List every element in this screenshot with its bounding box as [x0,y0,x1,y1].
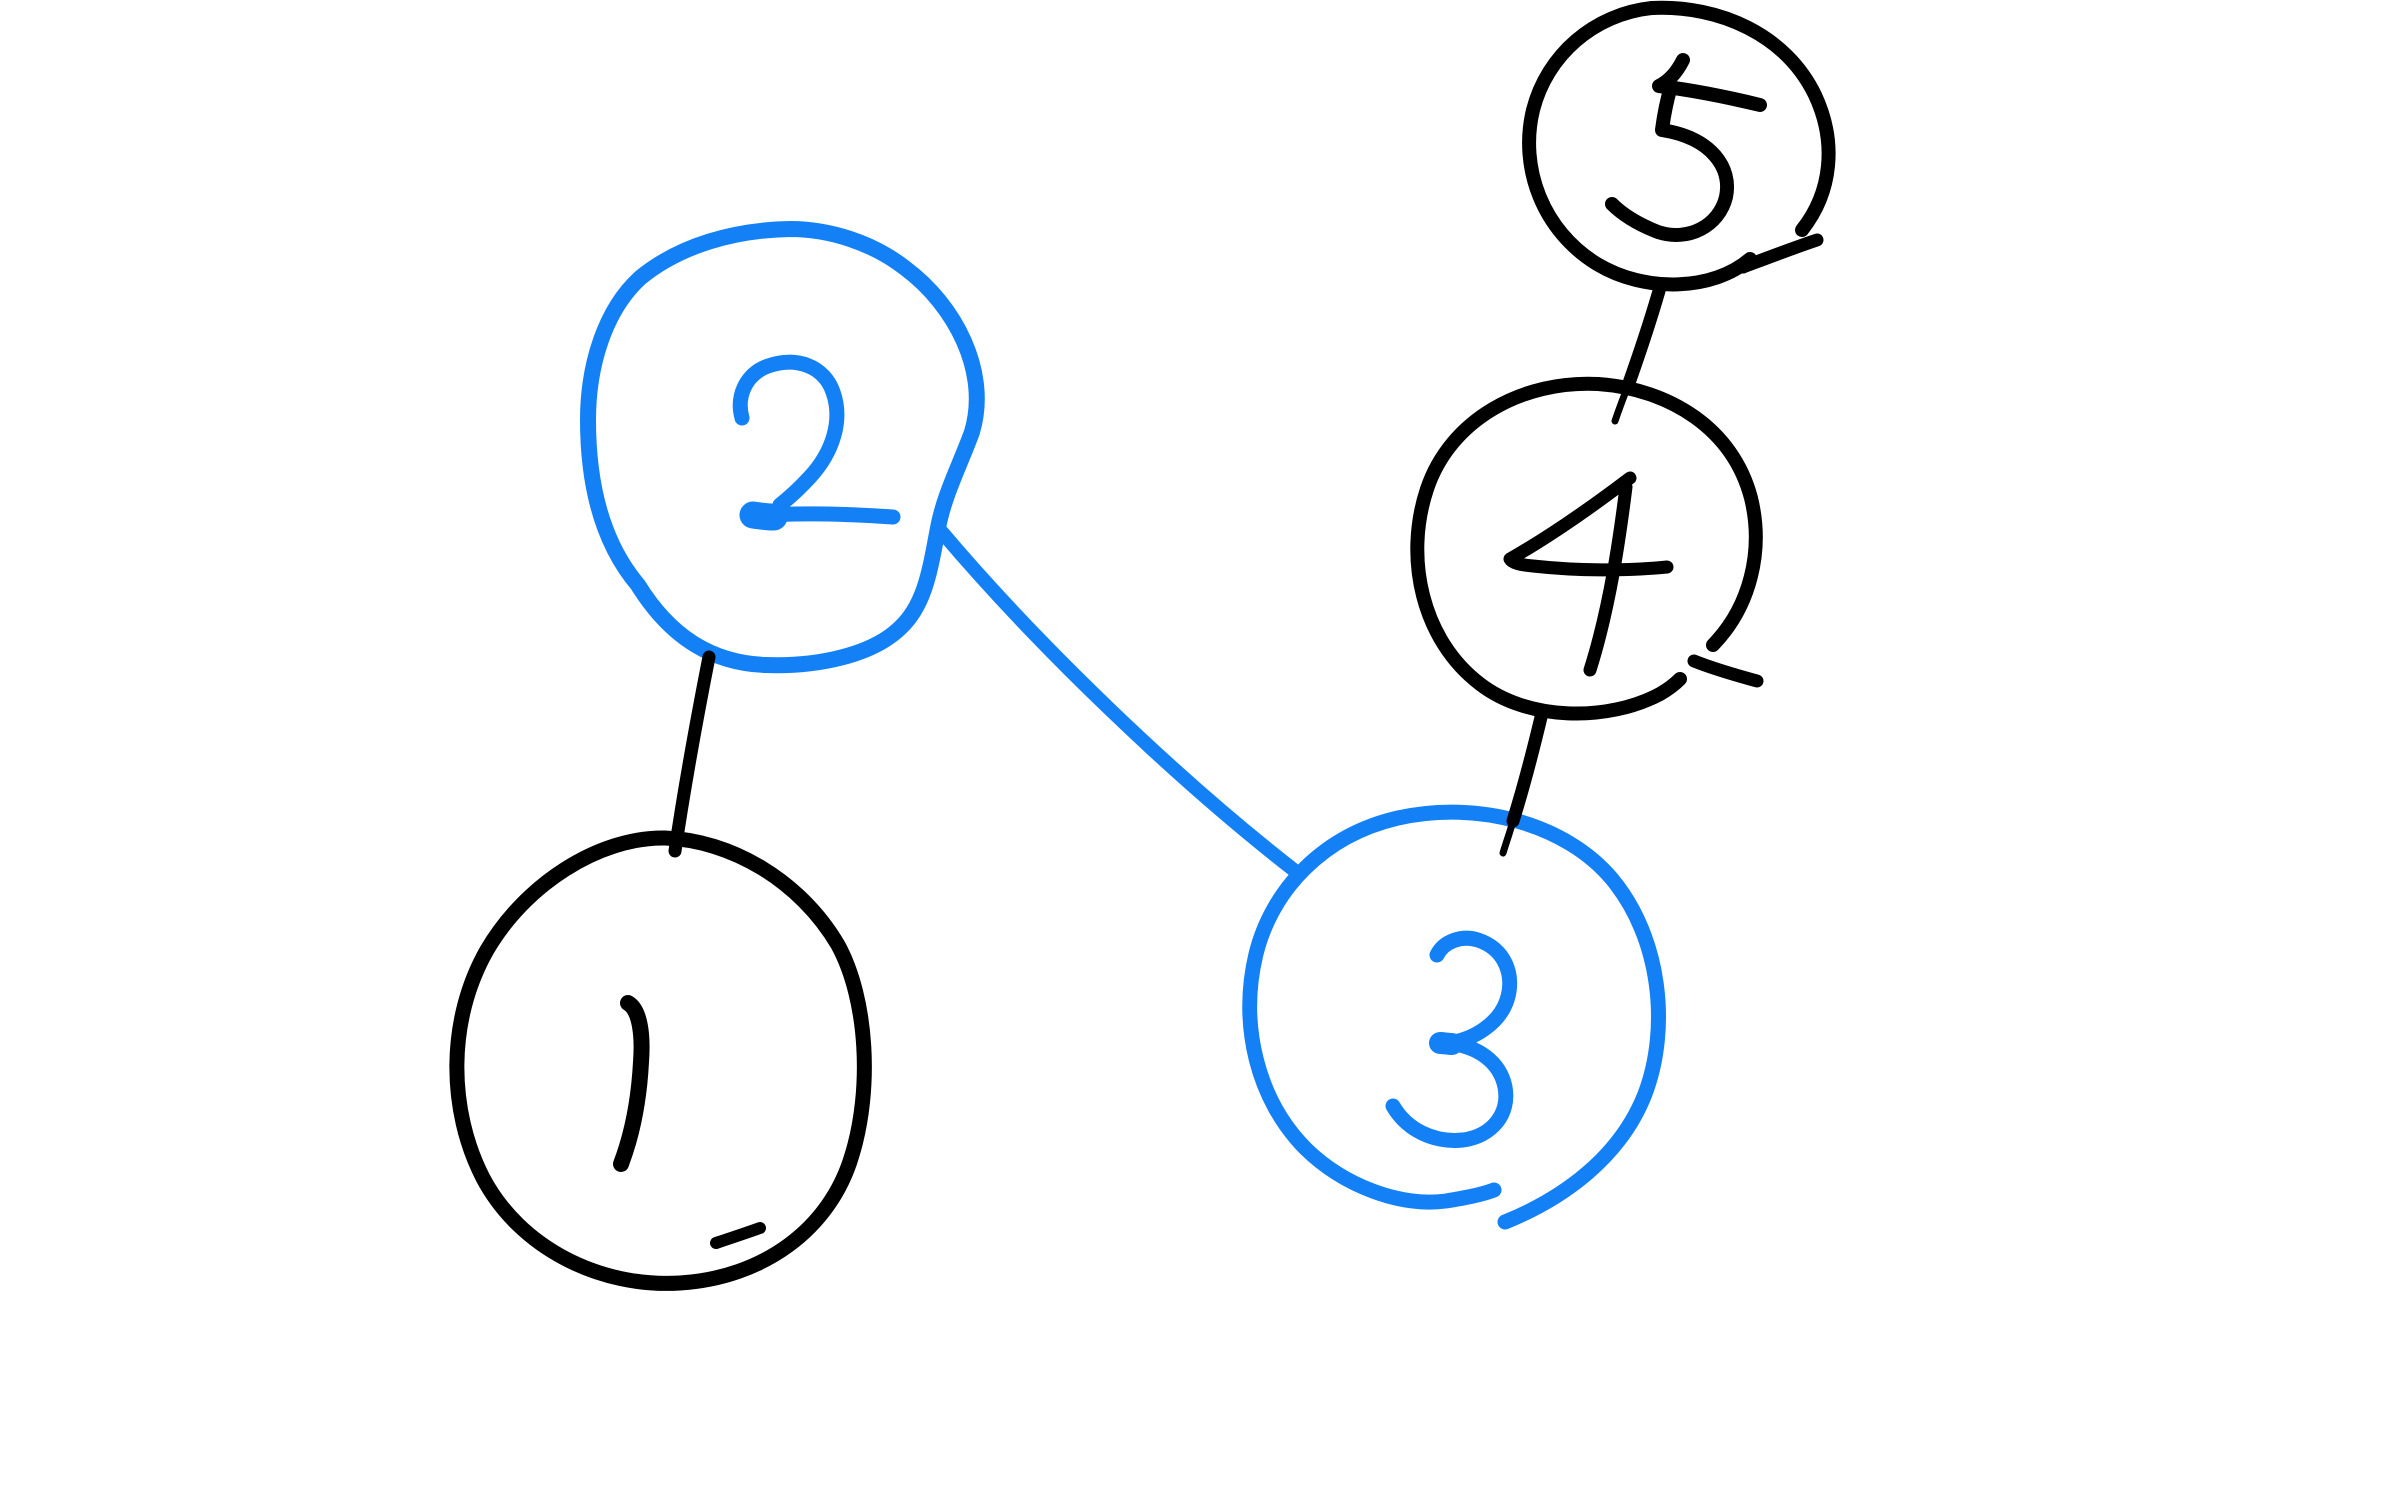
node-5-circle-right [1645,0,1836,237]
node-4-overlap-tail [1687,654,1764,688]
node-1-digit-1 [613,995,650,1172]
node-4[interactable] [1410,376,1764,721]
node-5-digit-5-body [1605,79,1734,242]
node-5[interactable] [1522,0,1836,292]
node-2-digit-2-head [732,354,845,513]
node-4-digit-4-top [1503,471,1674,577]
node-2-digit-2-blob [739,501,788,531]
node-1-circle [449,830,872,1291]
node-3-circle [1242,804,1666,1230]
edge-2-1-line [668,650,716,858]
edge-2-3-line [934,524,1306,881]
node-2-circle [580,221,985,674]
edge-2-1[interactable] [668,650,716,858]
node-2[interactable] [580,221,985,674]
edge-5-4-tip [1611,379,1633,425]
node-1-overlap-tick [710,1222,766,1249]
node-5-circle-left [1522,1,1757,292]
edge-4-3[interactable] [1499,706,1549,857]
edge-4-3-tip [1499,817,1517,857]
node-4-circle-left [1410,376,1687,721]
node-1[interactable] [449,830,872,1291]
edge-5-4-line [1622,284,1666,390]
node-4-digit-4-stem [1583,480,1633,677]
edge-4-3-line [1506,706,1549,828]
node-4-circle-right [1591,377,1763,652]
edge-2-3[interactable] [934,524,1306,881]
node-3[interactable] [1242,804,1666,1230]
node-5-overlap-tail [1736,233,1824,274]
edge-5-4[interactable] [1611,284,1666,425]
node-3-digit-3-blob [1429,1032,1463,1055]
